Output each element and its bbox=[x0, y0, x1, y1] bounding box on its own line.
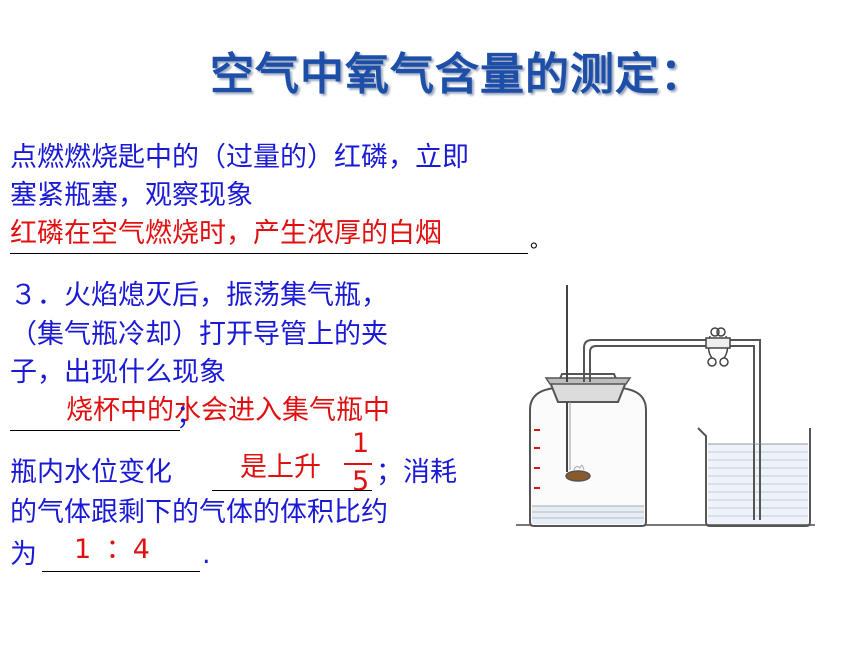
step3-answer2: 是上升 bbox=[240, 452, 321, 483]
step3-line4-prefix: 瓶内水位变化 bbox=[10, 457, 172, 488]
scale-marks bbox=[534, 429, 540, 489]
delivery-tube bbox=[583, 339, 761, 520]
step3-answer1-underline bbox=[10, 430, 180, 431]
step3-period: . bbox=[202, 539, 211, 570]
step3-line3: 子，出现什么现象 bbox=[10, 357, 226, 388]
step2-answer-underline bbox=[10, 253, 528, 254]
clamp-icon bbox=[705, 327, 731, 367]
step3-line5: 的气体跟剩下的气体的体积比约 bbox=[10, 497, 388, 528]
step3-answer3-underline bbox=[42, 571, 200, 572]
step3-line4-suffix: ；消耗 bbox=[376, 457, 457, 488]
step2-answer: 红磷在空气燃烧时，产生浓厚的白烟 bbox=[10, 218, 442, 249]
step3-line6-prefix: 为 bbox=[10, 539, 37, 570]
step3-line1: ３．火焰熄灭后，振荡集气瓶， bbox=[10, 280, 388, 311]
combustion-spoon bbox=[565, 470, 591, 482]
beaker-water-lines bbox=[708, 451, 808, 517]
fraction-numerator: 1 bbox=[352, 428, 370, 459]
step2-line2: 塞紧瓶塞，观察现象 bbox=[10, 180, 253, 211]
step3-comma: ； bbox=[176, 400, 203, 431]
fraction-denominator: 5 bbox=[352, 466, 370, 497]
step3-answer2-underline bbox=[212, 490, 372, 491]
step3-line2: （集气瓶冷却）打开导管上的夹 bbox=[10, 319, 388, 350]
stopper bbox=[548, 381, 628, 403]
apparatus-diagram bbox=[516, 285, 815, 527]
page-title: 空气中氧气含量的测定： bbox=[210, 49, 705, 100]
step2-line1: 点燃燃烧匙中的（过量的）红磷，立即 bbox=[10, 142, 469, 173]
step3-answer3: 1 ：4 bbox=[74, 534, 150, 565]
step3-answer1: 烧杯中的水会进入集气瓶中 bbox=[66, 395, 390, 426]
step2-period: 。 bbox=[530, 228, 550, 252]
fraction-bar bbox=[344, 463, 372, 465]
gas-bottle bbox=[529, 373, 647, 527]
